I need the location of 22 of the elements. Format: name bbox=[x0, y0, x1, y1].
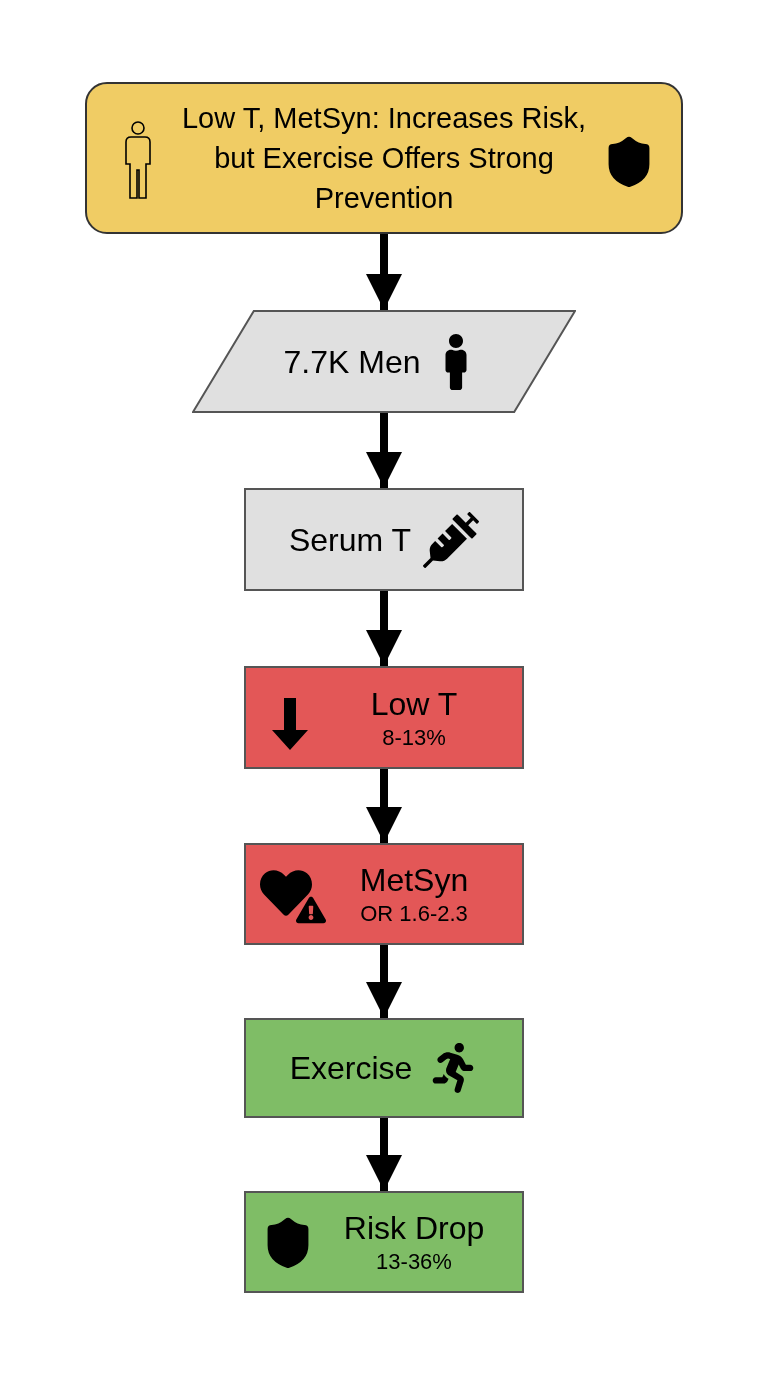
node-label: 7.7K Men bbox=[283, 342, 421, 382]
arrow bbox=[366, 234, 402, 310]
node-label: Risk Drop bbox=[343, 1209, 485, 1248]
process-box bbox=[244, 843, 524, 945]
process-box bbox=[244, 666, 524, 769]
arrow bbox=[366, 769, 402, 843]
node-value: 13-36% bbox=[376, 1248, 452, 1276]
title-text: Low T, MetSyn: Increases Risk, but Exercise Offers Strong Prevention bbox=[181, 101, 587, 216]
arrow bbox=[366, 945, 402, 1018]
node-label: MetSyn bbox=[359, 861, 469, 900]
node-label: Serum T bbox=[288, 520, 412, 560]
process-box bbox=[244, 1191, 524, 1293]
arrow bbox=[366, 591, 402, 666]
process-box bbox=[244, 1018, 524, 1118]
node-value: OR 1.6-2.3 bbox=[360, 900, 468, 928]
arrow bbox=[366, 413, 402, 488]
node-label: Low T bbox=[370, 684, 458, 724]
arrow bbox=[366, 1118, 402, 1191]
node-label: Exercise bbox=[289, 1049, 413, 1088]
process-box bbox=[244, 488, 524, 591]
node-value: 8-13% bbox=[382, 723, 446, 752]
title-box bbox=[85, 82, 683, 234]
